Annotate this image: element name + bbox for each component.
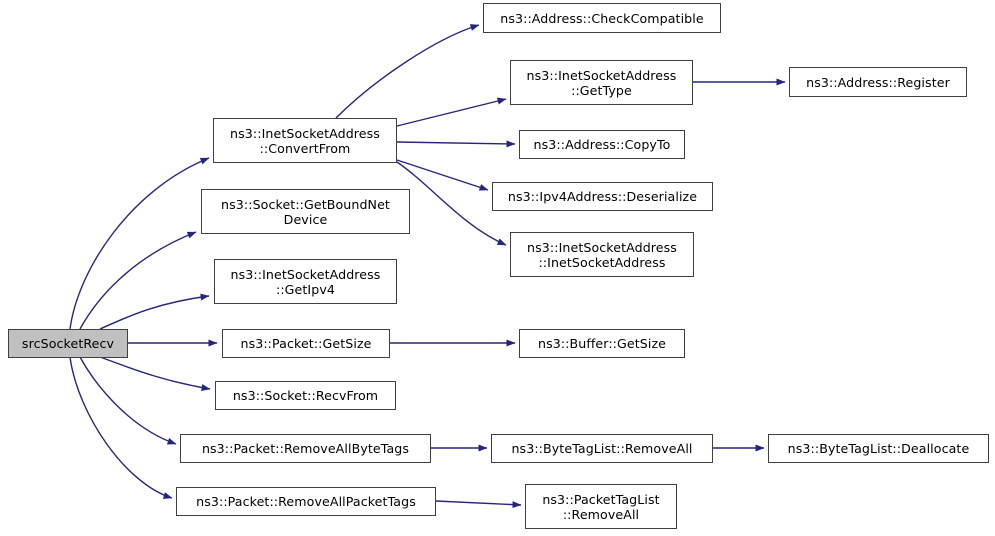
node-address-copy-to[interactable]: ns3::Address::CopyTo [519,130,685,159]
node-label: ns3::InetSocketAddress ::GetIpv4 [230,266,381,297]
node-packet-tag-list-remove-all[interactable]: ns3::PacketTagList ::RemoveAll [525,484,677,529]
node-label: ns3::Packet::RemoveAllPacketTags [196,494,416,509]
edge-convertfrom-to-gettype [396,97,507,127]
node-label: ns3::InetSocketAddress ::GetType [526,67,677,98]
node-packet-get-size[interactable]: ns3::Packet::GetSize [222,329,390,358]
edge-convertfrom-to-checkcompatible [335,24,480,119]
node-label: ns3::PacketTagList ::RemoveAll [542,491,660,522]
node-label: ns3::Packet::GetSize [240,336,372,351]
edge-src-to-getipv4 [99,293,210,330]
node-address-check-compatible[interactable]: ns3::Address::CheckCompatible [483,3,721,33]
node-inet-socket-address-constructor[interactable]: ns3::InetSocketAddress ::InetSocketAddre… [510,232,694,277]
node-packet-remove-all-packet-tags[interactable]: ns3::Packet::RemoveAllPacketTags [176,487,436,516]
node-packet-remove-all-byte-tags[interactable]: ns3::Packet::RemoveAllByteTags [180,434,431,463]
node-socket-get-bound-net-device[interactable]: ns3::Socket::GetBoundNet Device [201,189,410,234]
node-label: ns3::Address::CopyTo [533,137,671,152]
node-label: ns3::Ipv4Address::Deserialize [507,189,698,204]
node-inet-socket-address-convert-from[interactable]: ns3::InetSocketAddress ::ConvertFrom [213,118,397,163]
node-label: ns3::Socket::GetBoundNet Device [221,196,390,227]
node-label: ns3::InetSocketAddress ::InetSocketAddre… [527,239,677,270]
edge-src-to-convertfrom [69,157,210,330]
node-inet-socket-address-get-type[interactable]: ns3::InetSocketAddress ::GetType [510,60,693,105]
edge-src-to-removeallpackettags [69,356,173,499]
node-label: ns3::ByteTagList::RemoveAll [511,441,693,456]
node-ipv4-address-deserialize[interactable]: ns3::Ipv4Address::Deserialize [492,182,713,211]
node-inet-socket-address-get-ipv4[interactable]: ns3::InetSocketAddress ::GetIpv4 [214,259,397,304]
node-label: srcSocketRecv [21,336,115,351]
node-label: ns3::Address::Register [806,74,950,90]
node-byte-tag-list-deallocate[interactable]: ns3::ByteTagList::Deallocate [768,434,989,463]
edge-convertfrom-to-copyto [396,140,516,148]
node-label: ns3::Address::CheckCompatible [500,10,704,26]
node-label: ns3::Packet::RemoveAllByteTags [201,441,410,456]
node-label: ns3::ByteTagList::Deallocate [787,441,970,456]
node-buffer-get-size[interactable]: ns3::Buffer::GetSize [519,329,685,358]
edge-convertfrom-to-ctor [396,161,507,246]
edge-src-to-getboundnetdevice [79,231,197,330]
edge-src-to-removeallbytetags [79,356,177,445]
node-src-socket-recv[interactable]: srcSocketRecv [8,329,128,358]
edge-removeallpackettags-to-packettaglistremoveall [435,500,522,509]
edge-convertfrom-to-deserialize [396,159,489,191]
edge-src-to-recvfrom [99,356,211,391]
node-label: ns3::InetSocketAddress ::ConvertFrom [230,125,380,156]
node-byte-tag-list-remove-all[interactable]: ns3::ByteTagList::RemoveAll [491,434,713,463]
node-address-register[interactable]: ns3::Address::Register [789,67,967,97]
node-label: ns3::Buffer::GetSize [537,336,667,351]
node-label: ns3::Socket::RecvFrom [232,388,379,403]
node-socket-recv-from[interactable]: ns3::Socket::RecvFrom [215,381,396,410]
